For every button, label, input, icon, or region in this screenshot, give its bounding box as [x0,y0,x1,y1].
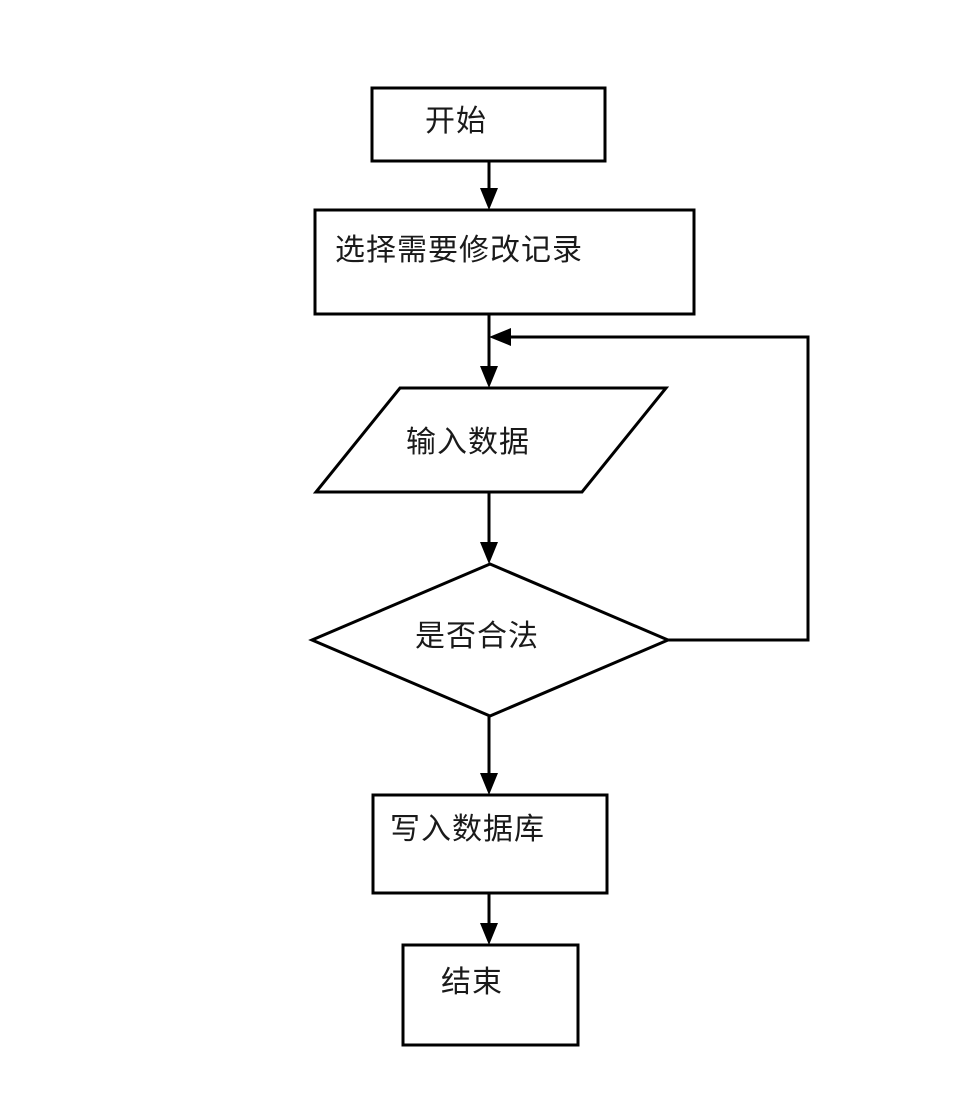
node-end-label: 结束 [441,966,503,999]
node-input-data-label: 输入数据 [406,426,530,459]
node-start-shape[interactable] [370,86,607,163]
edge-input-to-valid-arrow [480,542,498,564]
node-write-db-label: 写入数据库 [390,813,545,846]
node-is-valid-label: 是否合法 [415,620,539,653]
edge-start-to-select-arrow [480,188,498,210]
edge-write-to-end-arrow [480,923,498,945]
node-input-data-shape[interactable] [312,386,670,494]
node-end-shape[interactable] [401,943,580,1047]
node-select-record-label: 选择需要修改记录 [335,234,583,267]
node-select-record-shape[interactable] [313,208,696,316]
edge-valid-retry-loop-arrow [489,328,511,346]
edge-select-to-input-arrow [480,366,498,388]
edge-valid-to-write-arrow [480,773,498,795]
edge-valid-retry-loop-path [502,335,810,642]
node-start-label: 开始 [425,105,487,138]
